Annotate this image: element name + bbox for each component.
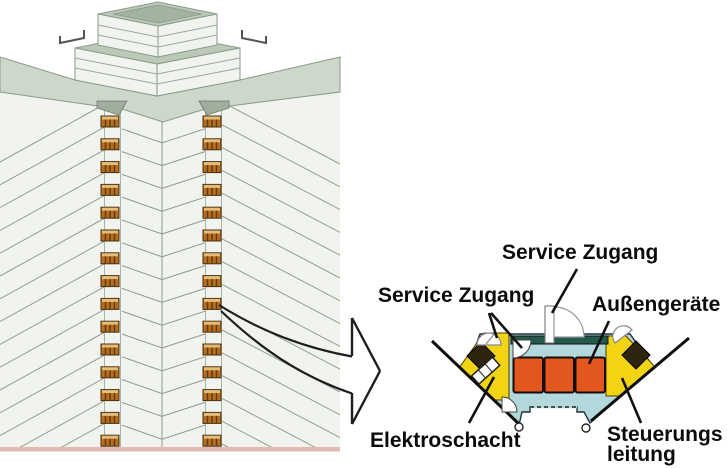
door-swing-right-outer [612,325,633,344]
label-service-access-left: Service Zugang [378,284,535,307]
label-control-line-2: leitung [607,443,676,466]
label-pointer-lines [467,268,643,424]
building-isometric-view [0,1,341,452]
door-swing-lower-left [501,396,518,413]
label-service-access-top: Service Zugang [502,241,659,264]
ground-line [0,447,340,452]
right-recess-roof [198,100,230,116]
exterior-left [420,340,521,437]
label-electrical-shaft: Elektroschacht [370,429,521,452]
callout-curve-bottom [220,310,353,395]
outdoor-unit-stack-right [202,115,222,447]
label-outdoor-units: Außengeräte [592,293,721,316]
facade-base [0,92,340,448]
corner-niche-plan-detail [420,305,699,437]
callout-curve-top [218,304,353,358]
floor-lines-right-face [221,101,340,448]
outdoor-units-row [512,356,606,394]
zoom-callout-arrow [218,304,382,425]
pointer-service-left-a [487,312,499,339]
left-recess-roof [96,100,128,116]
pointer-control-line [620,377,643,424]
left-roof-bracket [59,30,85,45]
outdoor-unit-stack-left [100,115,120,447]
pointer-service-left-b [490,312,523,349]
drain-circle-right [581,423,591,433]
label-control-line-1: Steuerungs [607,423,723,446]
floor-lines-left-face [0,103,106,448]
arrow-head-outline [350,317,382,425]
exterior-right [590,338,699,434]
right-equipment-diamond [621,340,651,370]
pointer-outdoor-units [587,320,611,365]
pointer-electrical-shaft [467,376,496,424]
right-roof-bracket [241,30,267,45]
drain-circle-left [514,422,524,432]
pointer-service-top [550,268,579,314]
door-leaf-left [485,332,496,345]
label-control-line: Steuerungs leitung [607,423,723,466]
arrow-head-fill [352,318,380,424]
wall-hatch-opening [470,356,501,386]
right-facade-wall [590,336,690,423]
door-swing-top [553,306,585,338]
setback-tier-1 [97,1,218,58]
